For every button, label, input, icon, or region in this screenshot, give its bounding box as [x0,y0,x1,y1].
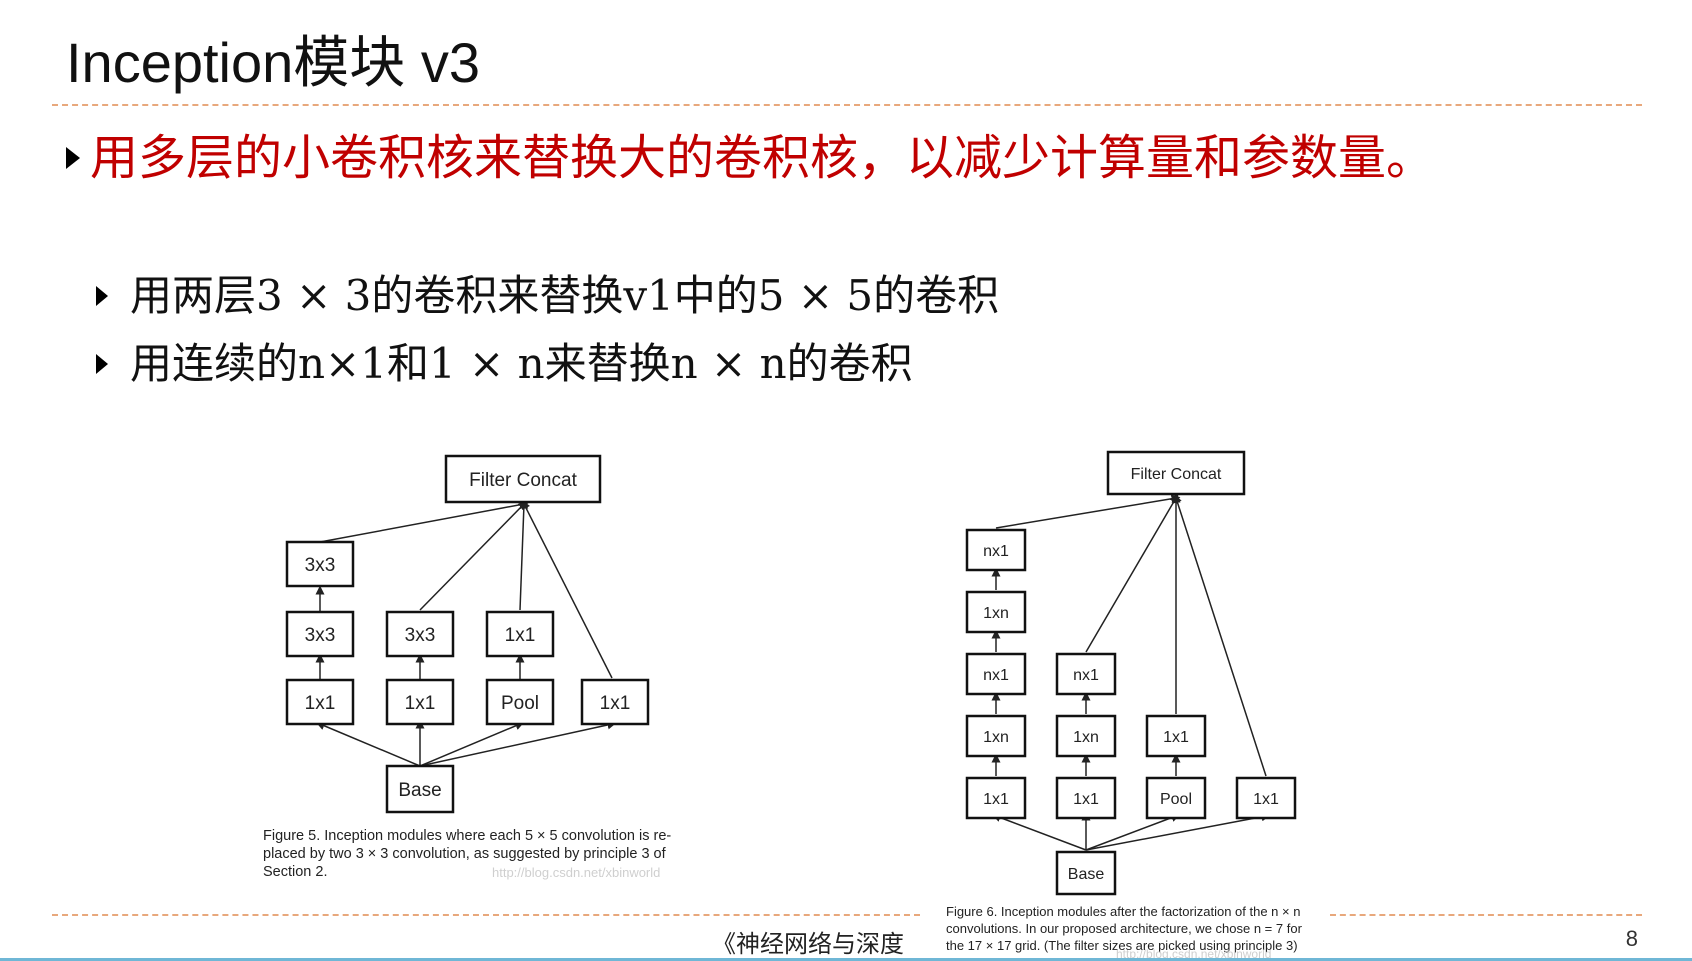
fig5-col1-box: 1x1 [305,693,336,714]
fig6-caption-line: Figure 6. Inception modules after the fa… [946,904,1300,919]
fig6-col1-box: 1x1 [983,791,1009,808]
fig5-filter-concat-label: Filter Concat [469,470,577,491]
fig6-col1-box: nx1 [983,543,1009,560]
fig5-watermark: http://blog.csdn.net/xbinworld [492,865,660,880]
sub-bullet-text: 用两层3 × 3的卷积来替换v1中的5 × 5的卷积 [130,271,1000,320]
slide-title: Inception模块 v3 [66,31,480,94]
fig5-col2-box: 3x3 [405,625,436,646]
fig6-base-label: Base [1068,866,1105,883]
fig5-caption-line: placed by two 3 × 3 convolution, as sugg… [263,846,667,862]
fig5-col3-box: 1x1 [505,625,536,646]
fig5-col3-box: Pool [501,693,539,714]
bottom-accent-bar [0,958,1692,961]
fig6-col2-box: 1x1 [1073,791,1099,808]
fig6-col4-box: 1x1 [1253,791,1279,808]
fig6-filter-concat-label: Filter Concat [1131,466,1222,483]
fig5-col1-box: 3x3 [305,555,336,576]
main-bullet: 用多层的小卷积核来替换大的卷积核，以减少计算量和参数量。 [66,122,1646,194]
fig6-col1-box: 1xn [983,605,1009,622]
fig6-col1-box: 1xn [983,729,1009,746]
fig5-col1-box: 3x3 [305,625,336,646]
main-bullet-text: 用多层的小卷积核来替换大的卷积核，以减少计算量和参数量。 [90,130,1435,186]
sub-bullet-text: 用连续的n×1和1 × n来替换n × n的卷积 [130,339,913,388]
page-number: 8 [1625,926,1638,951]
sub-bullet-1: 用两层3 × 3的卷积来替换v1中的5 × 5的卷积 [96,268,999,324]
fig5-caption-line: Figure 5. Inception modules where each 5… [263,828,671,844]
bullet-triangle-icon [66,147,80,169]
sub-bullet-2: 用连续的n×1和1 × n来替换n × n的卷积 [96,336,913,392]
bullet-triangle-icon [96,286,108,306]
fig6-col3-box: 1x1 [1163,729,1189,746]
fig5-caption-line: Section 2. [263,864,328,880]
fig5-col4-box: 1x1 [600,693,631,714]
fig6-caption-line: the 17 × 17 grid. (The filter sizes are … [946,938,1298,953]
fig5-col2-box: 1x1 [405,693,436,714]
fig5-base-label: Base [398,780,441,801]
fig6-watermark: http://blog.csdn.net/xbinworld [1116,947,1271,961]
footer-divider-left [52,914,920,916]
fig6-col3-box: Pool [1160,791,1192,808]
header-divider [52,104,1642,106]
fig6-col1-box: nx1 [983,667,1009,684]
fig6-caption-line: convolutions. In our proposed architectu… [946,921,1303,936]
footer-divider-right [1330,914,1642,916]
footer-book-title: 《神经网络与深度 [712,930,904,958]
bullet-triangle-icon [96,354,108,374]
fig6-col2-box: 1xn [1073,729,1099,746]
fig6-col2-box: nx1 [1073,667,1099,684]
